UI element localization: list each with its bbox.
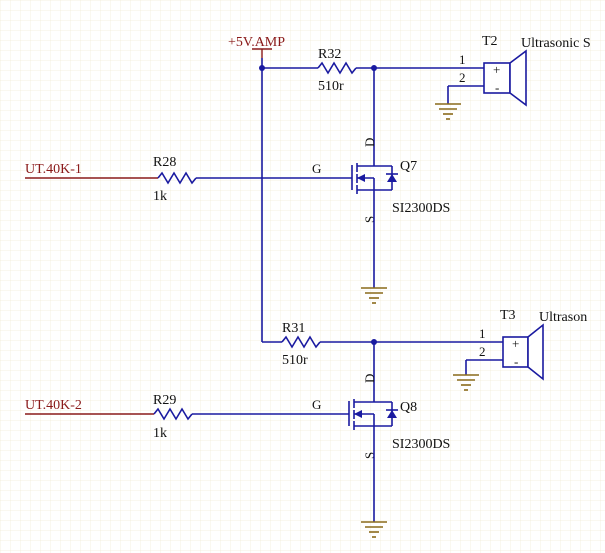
transducer-t3: + - 1 2 T3 Ultrason <box>465 308 587 381</box>
t3-plus: + <box>512 336 519 351</box>
t2-ref: T2 <box>482 34 498 49</box>
q8-source-label: S <box>362 452 377 459</box>
resistor-r29: R29 1k <box>153 393 349 441</box>
junction-dot <box>259 65 265 71</box>
q7-drain-label: D <box>362 138 377 147</box>
resistor-r32: R32 510r <box>317 47 374 94</box>
t2-plus: + <box>493 62 500 77</box>
mosfet-q7: G D S Q7 SI2300DS <box>312 138 450 223</box>
q7-source-label: S <box>362 216 377 223</box>
t3-pin1: 1 <box>479 326 486 341</box>
r31-ref: R31 <box>282 321 305 336</box>
q7-gate-label: G <box>312 161 321 176</box>
input-2-label: UT.40K-2 <box>25 398 82 413</box>
input-ut40k-2: UT.40K-2 <box>25 398 154 415</box>
q7-ref: Q7 <box>400 159 417 174</box>
r32-ref: R32 <box>318 47 341 62</box>
resistor-r28: R28 1k <box>153 155 352 204</box>
q8-part: SI2300DS <box>392 437 450 452</box>
ground-symbol <box>435 103 461 120</box>
r29-value: 1k <box>153 426 167 441</box>
t2-minus: - <box>495 80 499 95</box>
r31-value: 510r <box>282 353 308 368</box>
input-ut40k-1: UT.40K-1 <box>25 162 158 179</box>
r29-ref: R29 <box>153 393 176 408</box>
t2-pin1: 1 <box>459 52 466 67</box>
mosfet-q8: G D S Q8 SI2300DS <box>312 374 450 459</box>
r32-value: 510r <box>318 79 344 94</box>
t3-pin2: 2 <box>479 344 486 359</box>
power-net-label: +5V.AMP <box>228 35 285 50</box>
t3-name: Ultrason <box>539 310 587 325</box>
q7-part: SI2300DS <box>392 201 450 216</box>
transducer-t2: + - 1 2 T2 Ultrasonic S <box>445 34 591 107</box>
r28-ref: R28 <box>153 155 176 170</box>
resistor-r31: R31 510r <box>281 321 374 368</box>
power-rail-wires <box>259 58 318 343</box>
ground-symbol <box>361 287 387 304</box>
t3-minus: - <box>514 354 518 369</box>
q8-gate-label: G <box>312 397 321 412</box>
ground-symbol <box>361 521 387 538</box>
t3-ref: T3 <box>500 308 516 323</box>
q8-drain-net <box>371 339 465 396</box>
input-1-label: UT.40K-1 <box>25 162 82 177</box>
r28-value: 1k <box>153 189 167 204</box>
q8-ref: Q8 <box>400 400 417 415</box>
t2-name: Ultrasonic S <box>521 36 591 51</box>
power-net-5v-amp: +5V.AMP <box>228 35 285 58</box>
ground-symbol <box>453 374 479 391</box>
q8-drain-label: D <box>362 374 377 383</box>
t2-pin2: 2 <box>459 70 466 85</box>
q7-drain-net <box>371 65 445 160</box>
